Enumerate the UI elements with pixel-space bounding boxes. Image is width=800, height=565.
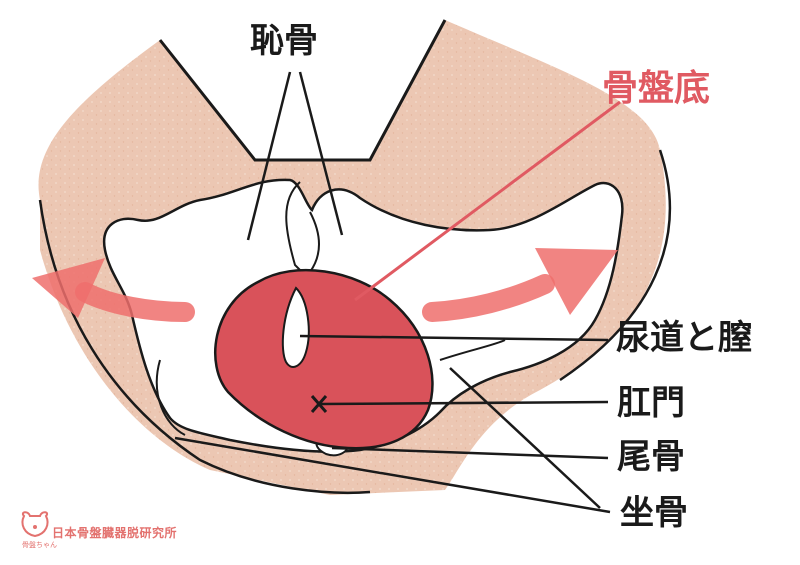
logo-mascot-name: 骨盤ちゃん — [22, 541, 57, 549]
logo-org-name: 日本骨盤臓器脱研究所 — [52, 526, 178, 540]
expand-arrow-left-head — [32, 258, 105, 318]
organization-logo: 日本骨盤臓器脱研究所 骨盤ちゃん — [16, 510, 256, 552]
coccyx-leader — [331, 446, 609, 460]
ischial-ridge-right — [439, 339, 506, 361]
anus-leader — [319, 400, 609, 406]
ischium-leader-right — [449, 367, 601, 509]
label-coccyx: 尾骨 — [617, 437, 685, 477]
ischial-ridge-left — [155, 359, 186, 436]
urethra-leader — [299, 334, 609, 342]
label-urethra-vagina: 尿道と膣 — [616, 318, 752, 358]
label-ischium: 坐骨 — [620, 493, 688, 533]
mascot-icon — [21, 511, 49, 538]
urethra-vagina-opening — [281, 286, 310, 368]
label-pelvic-floor: 骨盤底 — [602, 68, 711, 109]
expand-arrow-right-head — [535, 248, 618, 315]
pelvic-floor-leader — [354, 100, 621, 302]
anus-mark — [310, 395, 328, 413]
pubic-arch-outline — [158, 19, 447, 162]
label-anus: 肛門 — [617, 383, 685, 423]
pubic-symphysis — [285, 181, 320, 273]
label-pubis: 恥骨 — [250, 21, 318, 61]
pubis-leader-right — [298, 71, 344, 236]
body-outline-right — [559, 149, 672, 382]
expand-arrow-right — [422, 274, 555, 322]
pubis-leader-left — [246, 71, 292, 241]
ischium-leader-left — [174, 436, 611, 514]
expand-arrow-left — [75, 282, 195, 322]
